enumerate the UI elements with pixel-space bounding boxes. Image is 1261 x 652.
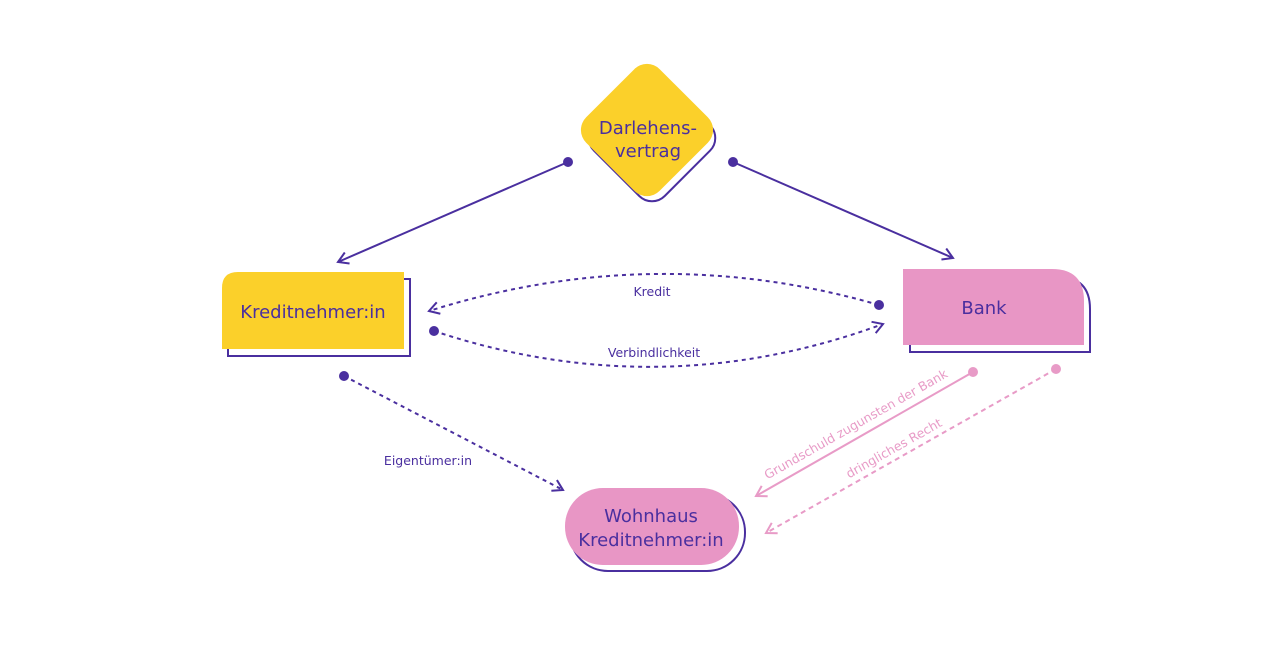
edge-line [732, 161, 955, 261]
edge-line [343, 375, 565, 492]
kreditnehmer-label: Kreditnehmer:in [240, 302, 385, 323]
node-kreditnehmer: Kreditnehmer:in [222, 272, 411, 357]
edge-line [764, 368, 1057, 535]
edge-vertrag-to-kreditnehmer [336, 157, 573, 265]
wohnhaus-label-line2: Kreditnehmer:in [578, 530, 723, 551]
wohnhaus-label-line1: Wohnhaus [604, 506, 698, 527]
darlehensvertrag-shape [580, 63, 714, 197]
edge-line [433, 320, 885, 368]
kreditnehmer-shape [222, 272, 404, 349]
edge-eigentuemer: Eigentümer:in [339, 371, 565, 492]
edge-verbindlichkeit-label: Verbindlichkeit [608, 345, 700, 360]
bank-shape [903, 269, 1084, 345]
darlehensvertrag-label-line1: Darlehens- [599, 118, 697, 139]
edge-line [754, 371, 974, 498]
darlehensvertrag-label-line2: vertrag [615, 141, 681, 162]
edge-kredit-label: Kredit [633, 284, 670, 299]
edge-line [427, 273, 880, 315]
node-darlehensvertrag: Darlehens- vertrag [580, 63, 717, 203]
edge-vertrag-to-bank [728, 157, 955, 261]
edge-eigentuemer-label: Eigentümer:in [384, 453, 472, 468]
edge-verbindlichkeit: Verbindlichkeit [429, 320, 885, 368]
node-wohnhaus: Wohnhaus Kreditnehmer:in [565, 488, 746, 572]
node-bank: Bank [903, 269, 1091, 353]
edge-line [336, 161, 569, 265]
wohnhaus-shape [565, 488, 739, 565]
edge-kredit: Kredit [427, 273, 884, 315]
bank-label: Bank [961, 298, 1007, 319]
